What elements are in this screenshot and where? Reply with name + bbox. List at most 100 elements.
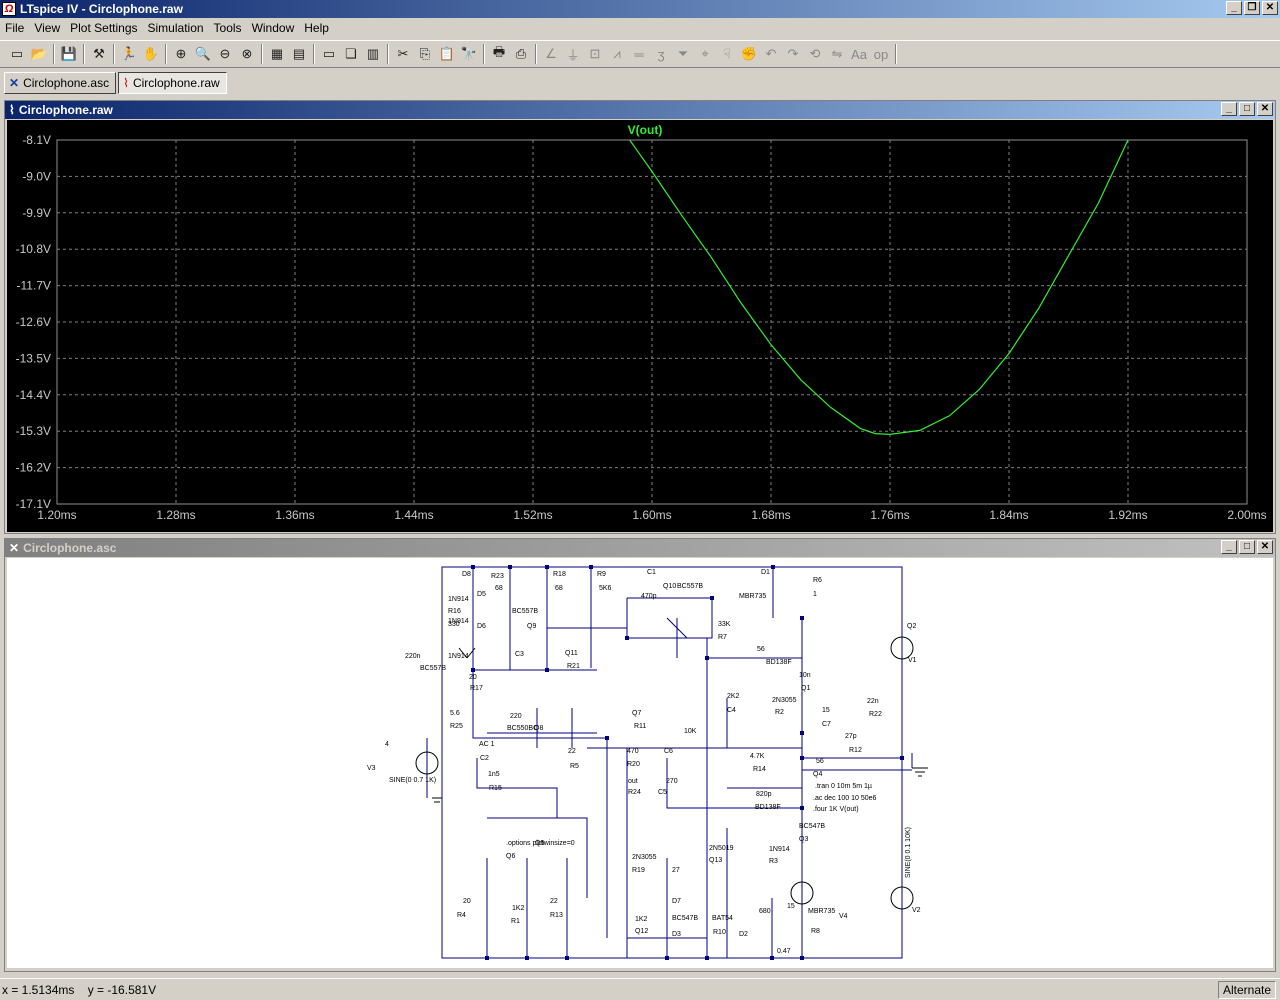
schematic-label[interactable]: Q11 <box>565 650 578 657</box>
capacitor-icon[interactable]: ═ <box>634 46 644 62</box>
rotate-icon[interactable]: ⟲ <box>809 46 821 61</box>
schematic-label[interactable]: 220n <box>405 653 421 660</box>
schematic-label[interactable]: MBR735 <box>739 593 766 600</box>
schematic-label[interactable]: 470 <box>627 748 639 755</box>
schematic-label[interactable]: R14 <box>753 766 766 773</box>
cascade-icon[interactable]: ❏ <box>345 46 357 61</box>
schematic-label[interactable]: R20 <box>627 761 640 768</box>
wire-icon[interactable]: ∠ <box>545 46 557 61</box>
schematic-label[interactable]: 2N3055 <box>772 697 797 704</box>
schematic-label[interactable]: BC557B <box>512 608 538 615</box>
schematic-label[interactable]: D5 <box>477 591 486 598</box>
schematic-maximize-button[interactable]: □ <box>1239 540 1255 554</box>
schematic-label[interactable]: BC547B <box>672 915 698 922</box>
schematic-label[interactable]: C5 <box>658 789 667 796</box>
schematic-label[interactable]: BC557B <box>677 583 703 590</box>
schematic-label[interactable]: 33K <box>718 621 731 628</box>
schematic-label[interactable]: 27 <box>672 867 680 874</box>
schematic-label[interactable]: C4 <box>727 707 736 714</box>
schematic-label[interactable]: 1N914 <box>769 846 790 853</box>
trace-label[interactable]: V(out) <box>628 123 663 137</box>
schematic-label[interactable]: R11 <box>634 723 646 730</box>
label-net-icon[interactable]: ⊡ <box>589 46 601 61</box>
plot-close-button[interactable]: ✕ <box>1257 102 1273 116</box>
schematic-label[interactable]: 22 <box>550 898 558 905</box>
schematic-label[interactable]: 2N5019 <box>709 845 734 852</box>
schematic-label[interactable]: 270 <box>666 778 678 785</box>
schematic-label[interactable]: V2 <box>912 907 921 914</box>
text-icon[interactable]: Aa <box>851 46 867 62</box>
schematic-label[interactable]: .four 1K V(out) <box>813 806 859 813</box>
schematic-label[interactable]: 330 <box>448 621 460 628</box>
plot-minimize-button[interactable]: _ <box>1221 102 1237 116</box>
schematic-label[interactable]: R8 <box>811 928 820 935</box>
find-icon[interactable]: 🔭 <box>460 46 478 61</box>
schematic-label[interactable]: V1 <box>908 657 917 664</box>
schematic-label[interactable]: 5K6 <box>599 585 612 592</box>
schematic-label[interactable]: .options plotwinsize=0 <box>506 840 575 847</box>
schematic-label[interactable]: 820p <box>756 791 772 798</box>
print-preview-icon[interactable]: 🖶 <box>492 44 506 59</box>
menu-simulation[interactable]: Simulation <box>147 21 204 35</box>
schematic-label[interactable]: R24 <box>628 789 641 796</box>
zoom-out-icon[interactable]: ⊖ <box>219 46 231 61</box>
plot-pane[interactable]: -8.1V-9.0V-9.9V-10.8V-11.7V-12.6V-13.5V-… <box>7 120 1273 532</box>
schematic-label[interactable]: R13 <box>550 912 563 919</box>
component-icon[interactable]: ⌖ <box>701 46 709 61</box>
schematic-label[interactable]: AC 1 <box>479 741 495 748</box>
schematic-label[interactable]: 22n <box>867 698 879 705</box>
schematic-drawing[interactable]: D81N914D51N914D61N914R2368R1868R95K6C147… <box>7 558 1273 968</box>
schematic-label[interactable]: 27p <box>845 733 857 740</box>
schematic-label[interactable]: 15 <box>787 903 795 910</box>
halt-icon[interactable]: ✋ <box>142 46 160 61</box>
schematic-label[interactable]: 2K2 <box>727 693 740 700</box>
schematic-label[interactable]: R10 <box>713 929 726 936</box>
schematic-label[interactable]: D8 <box>462 571 471 578</box>
schematic-label[interactable]: .tran 0 10m 5m 1µ <box>815 783 872 790</box>
inductor-icon[interactable]: ʒ <box>657 46 665 62</box>
trace-vout[interactable] <box>629 139 1129 436</box>
schematic-label[interactable]: 20 <box>469 674 477 681</box>
schematic-label[interactable]: 1N914 <box>448 653 469 660</box>
schematic-label[interactable]: 0.47 <box>777 948 791 955</box>
menu-plot-settings[interactable]: Plot Settings <box>70 21 138 35</box>
schematic-label[interactable]: SINE(0 0.7 1K) <box>389 777 436 784</box>
schematic-label[interactable]: D1 <box>761 569 770 576</box>
schematic-label[interactable]: R23 <box>491 573 504 580</box>
schematic-label[interactable]: Q1 <box>801 685 810 692</box>
menu-view[interactable]: View <box>34 21 61 35</box>
cut-icon[interactable]: ✂ <box>397 46 409 61</box>
schematic-label[interactable]: 470p <box>641 593 657 600</box>
schematic-label[interactable]: D2 <box>739 931 748 938</box>
schematic-label[interactable]: 15 <box>822 707 830 714</box>
spice-directive-icon[interactable]: op <box>873 46 889 62</box>
schematic-label[interactable]: R2 <box>775 709 784 716</box>
pan-icon[interactable]: 🔍 <box>194 46 212 61</box>
autorange-x-icon[interactable]: ▤ <box>292 46 306 61</box>
waveform-chart[interactable]: -8.1V-9.0V-9.9V-10.8V-11.7V-12.6V-13.5V-… <box>7 120 1273 532</box>
save-icon[interactable]: 💾 <box>60 46 78 61</box>
ground-icon[interactable]: ⏚ <box>566 47 580 63</box>
menu-help[interactable]: Help <box>304 21 329 35</box>
schematic-label[interactable]: MBR735 <box>808 908 835 915</box>
schematic-label[interactable]: 1K2 <box>512 905 525 912</box>
schematic-label[interactable]: Q10 <box>663 583 676 590</box>
close-button[interactable]: ✕ <box>1262 1 1278 15</box>
schematic-label[interactable]: R21 <box>567 663 580 670</box>
schematic-label[interactable]: 1N914 <box>448 618 469 625</box>
copy-icon[interactable]: ⎘ <box>419 46 431 61</box>
control-panel-icon[interactable]: ⚒ <box>93 46 105 61</box>
plot-maximize-button[interactable]: □ <box>1239 102 1255 116</box>
schematic-label[interactable]: R1 <box>511 918 520 925</box>
schematic-label[interactable]: R12 <box>849 747 862 754</box>
schematic-label[interactable]: R22 <box>869 711 882 718</box>
schematic-label[interactable]: R4 <box>457 912 466 919</box>
schematic-close-button[interactable]: ✕ <box>1257 540 1273 554</box>
print-icon[interactable]: ⎙ <box>515 46 527 61</box>
schematic-label[interactable]: R6 <box>813 577 822 584</box>
schematic-minimize-button[interactable]: _ <box>1221 540 1237 554</box>
minimize-button[interactable]: _ <box>1226 1 1242 15</box>
schematic-label[interactable]: Q7 <box>632 710 641 717</box>
schematic-label[interactable]: 220 <box>510 713 522 720</box>
schematic-label[interactable]: 1n5 <box>488 771 500 778</box>
